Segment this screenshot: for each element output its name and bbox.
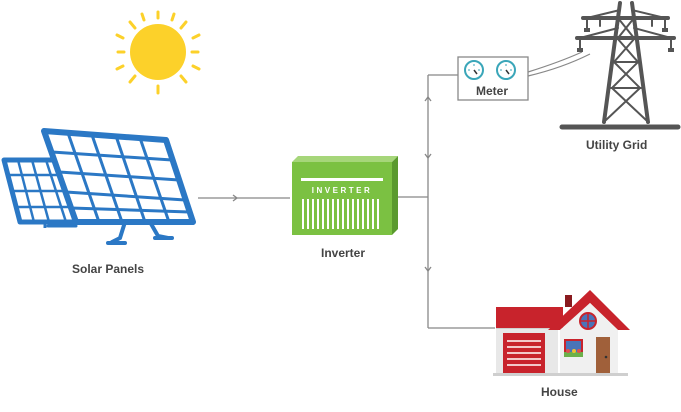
inverter-label: Inverter (321, 246, 366, 260)
utility-tower-icon (559, 1, 681, 130)
arrow-icon (424, 153, 432, 160)
meter-icon (457, 56, 529, 101)
house-label: House (541, 385, 578, 399)
utility-grid-label: Utility Grid (586, 138, 648, 152)
wire-inverter-distribution (398, 74, 495, 329)
inverter-icon: INVERTER (292, 156, 398, 235)
meter-label: Meter (476, 84, 509, 98)
solar-panels-label: Solar Panels (72, 262, 145, 276)
wire-panels-to-inverter (198, 194, 290, 202)
arrow-icon (424, 95, 432, 102)
solar-panel-front (41, 128, 196, 245)
arrow-icon (232, 194, 239, 202)
house-icon (493, 290, 630, 376)
sun-icon (115, 10, 201, 95)
arrow-icon (424, 266, 432, 273)
wire-meter-to-grid (527, 51, 591, 77)
solar-panel-icon (1, 128, 196, 245)
inverter-plate-text: INVERTER (312, 186, 372, 195)
